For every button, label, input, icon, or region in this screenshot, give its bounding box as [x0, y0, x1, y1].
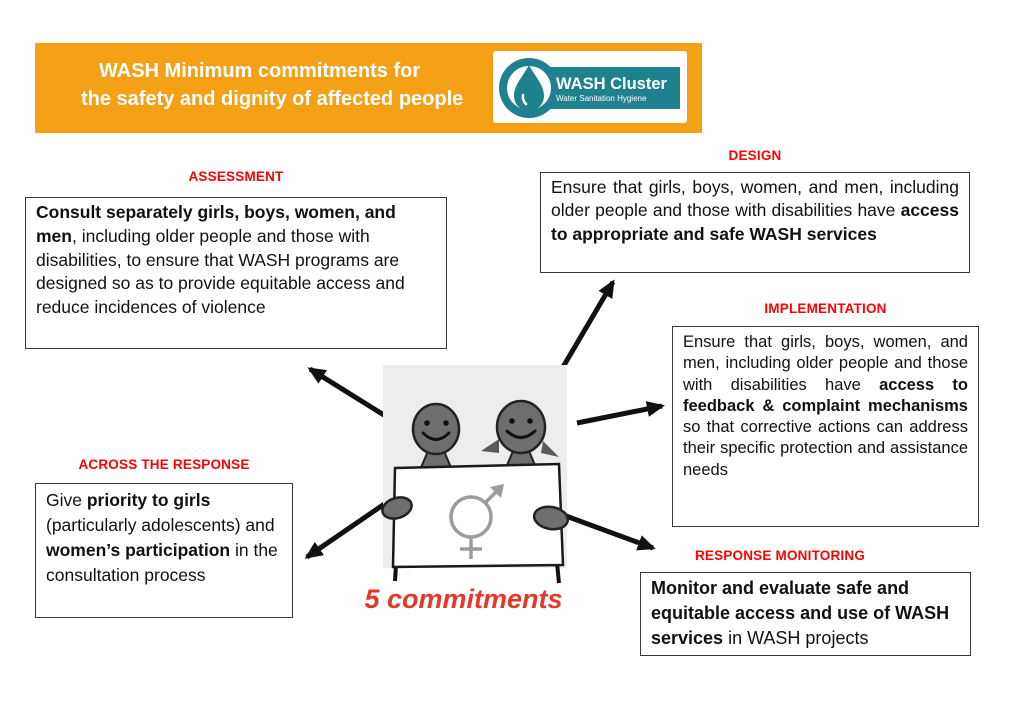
logo-tagline: Water Sanitation Hygiene — [556, 94, 647, 103]
label-response-monitoring: RESPONSE MONITORING — [694, 548, 866, 563]
label-assessment: ASSESSMENT — [188, 169, 284, 184]
water-drop-icon — [499, 58, 559, 118]
page-title-line2: the safety and dignity of affected peopl… — [81, 88, 464, 110]
page-title: WASH Minimum commitments for the safety … — [35, 57, 515, 113]
arrow-to-implementation — [576, 401, 665, 426]
box-design: Ensure that girls, boys, women, and men,… — [540, 172, 970, 273]
gender-banner-illustration — [381, 365, 570, 584]
page-title-line1: WASH Minimum commitments for — [99, 60, 421, 82]
box-assessment: Consult separately girls, boys, women, a… — [25, 197, 447, 349]
arrow-to-design — [560, 279, 616, 369]
wash-cluster-logo: WASH Cluster Water Sanitation Hygiene — [493, 51, 687, 128]
banner-sheet — [391, 462, 565, 569]
wash-cluster-logo-graphic: WASH Cluster Water Sanitation Hygiene — [493, 51, 687, 123]
arrow-to-response-monitoring — [565, 513, 656, 551]
label-implementation: IMPLEMENTATION — [764, 301, 887, 316]
label-design: DESIGN — [728, 148, 782, 163]
box-across-the-response: Give priority to girls (particularly ado… — [35, 483, 293, 618]
box-response-monitoring: Monitor and evaluate safe and equitable … — [640, 572, 971, 656]
hand-right — [532, 505, 570, 531]
five-commitments-caption: 5 commitments — [364, 584, 563, 614]
logo-name: WASH Cluster — [556, 75, 668, 93]
box-implementation: Ensure that girls, boys, women, and men,… — [672, 326, 979, 527]
combined-gender-symbol-icon — [449, 484, 504, 559]
label-across-the-response: ACROSS THE RESPONSE — [78, 457, 250, 472]
figure-right — [481, 399, 559, 471]
header-banner: WASH Minimum commitments for the safety … — [35, 43, 702, 133]
hand-left — [381, 496, 413, 520]
arrow-to-assessment — [307, 366, 394, 423]
